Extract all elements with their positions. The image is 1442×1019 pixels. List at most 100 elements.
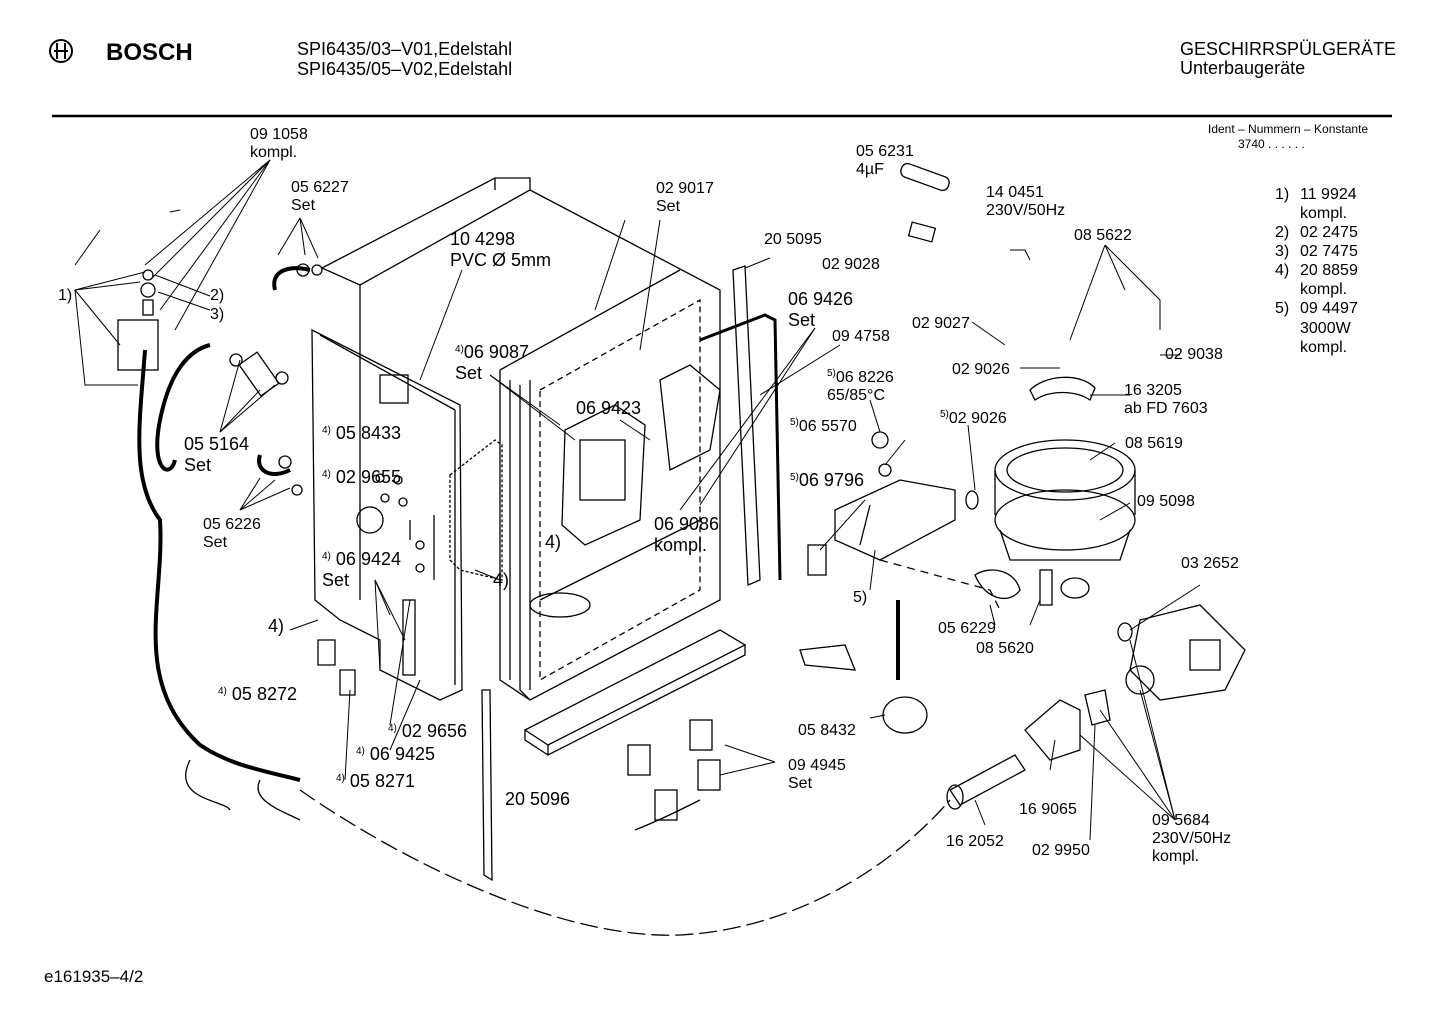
label-140451: 14 0451 230V/50Hz	[986, 184, 1066, 219]
footnote-part: 02 7475	[1300, 243, 1358, 260]
label-163205: 16 3205 ab FD 7603	[1124, 382, 1208, 417]
footnote-key: 1)	[1275, 186, 1290, 203]
part-number: 05 8433	[335, 423, 401, 443]
footnote-note: kompl.	[1300, 205, 1348, 222]
label-069424: 4) 06 9424 Set	[322, 549, 401, 591]
leader-lines	[74, 159, 1201, 841]
label-094945: 09 4945 Set	[788, 757, 846, 792]
footnote-ref: 5)	[827, 368, 836, 379]
footnote-ref: 4)	[322, 551, 331, 562]
marker-4-door: 4)	[268, 616, 285, 636]
footnote-part: 11 9924	[1300, 186, 1357, 203]
label-056231: 05 6231 4µF	[856, 143, 914, 178]
label-068226: 5)06 8226 65/85°C	[827, 369, 894, 405]
marker-1: 1)	[58, 287, 73, 304]
part-number: 05 8272	[231, 684, 297, 704]
label-104298: 10 4298 PVC Ø 5mm	[450, 229, 552, 270]
label-029655: 4) 02 9655	[322, 467, 401, 488]
label-029026-a: 02 9026	[952, 361, 1010, 378]
footnote-key: 4)	[1275, 262, 1290, 279]
footnote-ref: 4)	[388, 723, 397, 734]
ident-value: 3740 . . . . . .	[1238, 137, 1305, 151]
footnote-ref: 4)	[218, 686, 227, 697]
document-id: e161935–4/2	[44, 967, 144, 986]
category-line-2: Unterbaugeräte	[1180, 58, 1306, 78]
label-032652: 03 2652	[1181, 555, 1239, 572]
part-number: 02 9655	[335, 467, 401, 487]
label-058271: 4) 05 8271	[336, 771, 415, 792]
door-seal	[449, 439, 503, 581]
bracket-029028	[907, 221, 937, 243]
part-number: 02 9656	[401, 721, 467, 741]
marker-5: 5)	[853, 589, 868, 606]
footnote-note: kompl.	[1300, 281, 1348, 298]
footnote-ref: 5)	[790, 472, 799, 483]
label-205095: 20 5095	[764, 231, 822, 248]
part-number: 06 9796	[798, 470, 864, 490]
label-029038: 02 9038	[1165, 346, 1223, 363]
footnote-part: 20 8859	[1300, 262, 1358, 279]
label-085620: 08 5620	[976, 640, 1034, 657]
label-058432: 05 8432	[798, 722, 856, 739]
label-065570: 5)06 5570	[790, 418, 857, 436]
marker-4-seal: 4)	[545, 532, 562, 552]
footnote-part: 02 2475	[1300, 224, 1358, 241]
spray-pipe	[699, 313, 782, 581]
footnote-note: 3000W kompl.	[1300, 320, 1351, 356]
power-cable	[299, 789, 951, 936]
detergent-dispenser	[561, 364, 721, 546]
label-029027: 02 9027	[912, 315, 970, 332]
label-091058: 09 1058 kompl.	[250, 126, 308, 161]
label-029656: 4) 02 9656	[388, 721, 467, 742]
part-number: 05 8271	[349, 771, 415, 791]
sump-filter	[965, 376, 1136, 606]
footnote-part: 09 4497	[1300, 300, 1358, 317]
footnote-ref: 4)	[455, 344, 464, 355]
rail-205096	[481, 689, 493, 882]
model-line-1: SPI6435/03–V01,Edelstahl	[297, 39, 513, 59]
label-095684: 09 5684 230V/50Hz kompl.	[1152, 812, 1232, 865]
label-055164: 05 5164 Set	[184, 434, 250, 475]
label-085619: 08 5619	[1125, 435, 1183, 452]
label-085622: 08 5622	[1074, 227, 1132, 244]
footnote-key: 2)	[1275, 224, 1290, 241]
footnote-key: 3)	[1275, 243, 1290, 260]
part-number: 06 9424 Set	[322, 549, 401, 590]
inlet-valve	[117, 269, 159, 371]
inlet-hose	[137, 343, 301, 821]
marker-2: 2)	[210, 287, 225, 304]
label-056229: 05 6229	[938, 620, 996, 637]
door-panel	[311, 328, 463, 701]
ident-title: Ident – Nummern – Konstante	[1208, 122, 1369, 136]
footnote-ref: 4)	[322, 469, 331, 480]
label-069423: 06 9423	[576, 398, 642, 418]
footnote-key: 5)	[1275, 300, 1290, 317]
brand-name: BOSCH	[106, 39, 193, 66]
label-058433: 4) 05 8433	[322, 423, 401, 444]
label-029026-b: 5)02 9026	[940, 410, 1007, 428]
part-number: 06 9087 Set	[455, 342, 529, 383]
footnote-ref: 4)	[322, 425, 331, 436]
model-line-2: SPI6435/05–V02,Edelstahl	[297, 59, 513, 79]
part-number: 02 9026	[948, 410, 1007, 427]
marker-3: 3)	[210, 306, 225, 323]
wiring-sets	[627, 719, 721, 831]
float-sensor	[317, 639, 356, 696]
bosch-logo-icon	[49, 39, 73, 63]
label-069087: 4)06 9087 Set	[455, 342, 529, 384]
label-056226: 05 6226 Set	[203, 516, 261, 551]
pressure-switch	[799, 600, 928, 734]
drain-hose	[946, 689, 1111, 810]
capacitor	[900, 162, 950, 192]
label-069086: 06 9086 kompl.	[654, 514, 720, 555]
label-069796: 5)06 9796	[790, 470, 864, 491]
label-029017: 02 9017 Set	[656, 180, 714, 215]
label-029028: 02 9028	[822, 256, 880, 273]
footnote-ref: 4)	[356, 746, 365, 757]
category-line-1: GESCHIRRSPÜLGERÄTE	[1180, 39, 1397, 59]
drain-pump	[1117, 604, 1246, 701]
label-029950: 02 9950	[1032, 842, 1090, 859]
label-095098: 09 5098	[1137, 493, 1195, 510]
label-069425: 4) 06 9425	[356, 744, 435, 765]
